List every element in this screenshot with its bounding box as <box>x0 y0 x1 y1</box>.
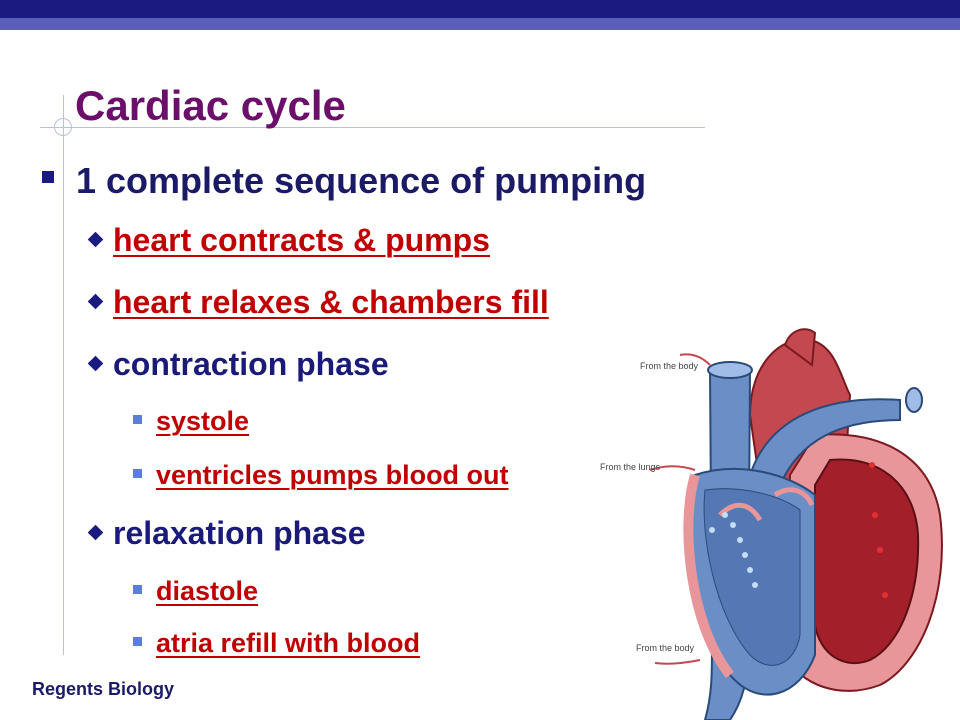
diamond-bullet-icon <box>87 293 104 310</box>
sub-sub-bullet-diastole: diastole <box>133 576 258 607</box>
small-square-bullet-icon <box>133 585 142 595</box>
sub-sub-bullet-text: systole <box>156 406 250 436</box>
slide-title: Cardiac cycle <box>75 82 346 129</box>
bullet-text: 1 complete sequence of pumping <box>76 160 647 201</box>
sub-bullet-3: contraction phase <box>87 346 389 383</box>
top-banner-stripe <box>0 18 960 30</box>
small-square-bullet-icon <box>133 415 142 425</box>
sub-bullet-2: heart relaxes & chambers fill <box>87 284 549 321</box>
sub-sub-bullet-text: ventricles pumps blood out <box>156 460 509 490</box>
sub-sub-bullet-systole: systole <box>133 406 249 437</box>
sub-bullet-text: heart relaxes & chambers fill <box>113 284 549 320</box>
crosshair-decoration <box>54 118 72 136</box>
guide-line-vertical <box>63 95 64 655</box>
diamond-bullet-icon <box>87 524 104 541</box>
sub-bullet-text: heart contracts & pumps <box>113 222 490 258</box>
sub-sub-bullet-atria: atria refill with blood <box>133 628 420 659</box>
sub-bullet-1: heart contracts & pumps <box>87 222 490 259</box>
sub-bullet-4: relaxation phase <box>87 515 366 552</box>
sub-sub-bullet-text: atria refill with blood <box>156 628 421 658</box>
sub-bullet-text: contraction phase <box>113 346 389 382</box>
diamond-bullet-icon <box>87 355 104 372</box>
footer-label: Regents Biology <box>32 679 175 699</box>
sub-sub-bullet-ventricles: ventricles pumps blood out <box>133 460 509 491</box>
sub-sub-bullet-text: diastole <box>156 576 259 606</box>
square-bullet-icon <box>42 171 54 184</box>
label-from-body-top: From the body <box>640 361 699 371</box>
small-square-bullet-icon <box>133 469 142 479</box>
heart-diagram: From the body From the lungs From the bo… <box>600 328 943 720</box>
sub-bullet-text: relaxation phase <box>113 515 366 551</box>
bullet-level1: 1 complete sequence of pumping <box>42 160 646 202</box>
small-square-bullet-icon <box>133 637 142 647</box>
label-from-lungs: From the lungs <box>600 462 661 472</box>
label-from-body-bottom: From the body <box>636 643 695 653</box>
top-banner <box>0 0 960 18</box>
diamond-bullet-icon <box>87 231 104 248</box>
guide-line-horizontal <box>40 127 705 128</box>
